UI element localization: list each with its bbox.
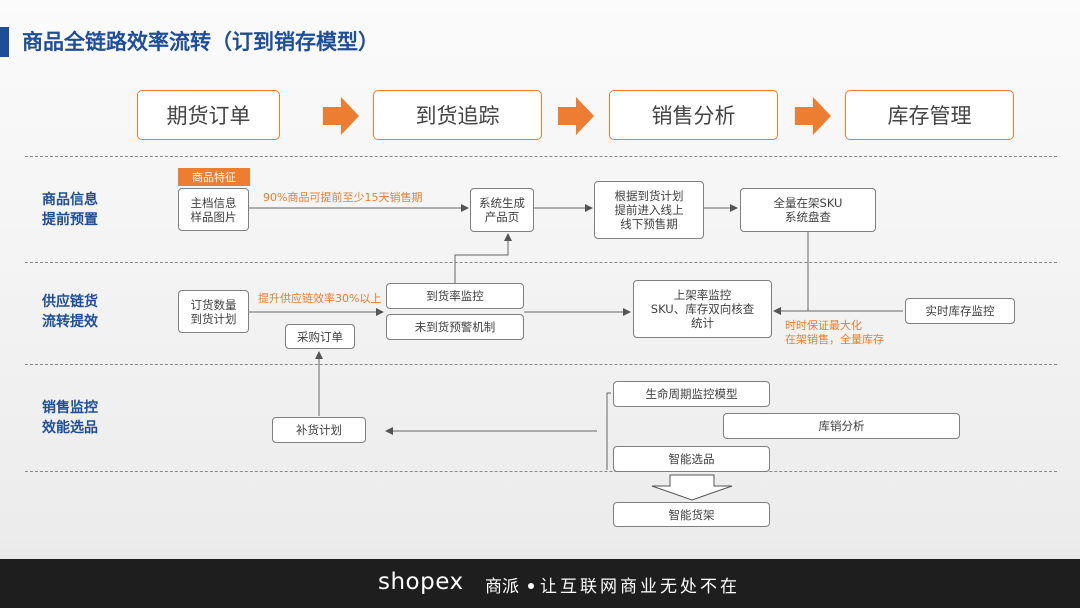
- section-divider: [25, 262, 1057, 263]
- stage-futures-order: 期货订单: [137, 90, 280, 140]
- note-supply-efficiency: 提升供应链效率30%以上: [258, 292, 382, 305]
- box-arrival-warning: 未到货预警机制: [386, 314, 524, 340]
- box-generate-page: 系统生成 产品页: [470, 188, 534, 232]
- section-divider: [25, 471, 1057, 472]
- stage-sales-analysis: 销售分析: [609, 90, 778, 140]
- stage-arrival-tracking: 到货追踪: [373, 90, 542, 140]
- box-smart-select: 智能选品: [613, 446, 770, 472]
- box-order-qty: 订货数量 到货计划: [178, 290, 249, 333]
- row-label-supply-chain: 供应链货 流转提效: [42, 294, 98, 330]
- note-presell-90: 90%商品可提前至少15天销售期: [263, 191, 423, 204]
- box-purchase-order: 采购订单: [285, 324, 355, 349]
- box-sales-stock-analysis: 库销分析: [723, 413, 960, 439]
- arrow-monitor-to-page: [454, 233, 512, 283]
- stage-inventory-mgmt: 库存管理: [845, 90, 1014, 140]
- box-smart-shelf: 智能货架: [613, 502, 770, 527]
- section-divider: [25, 156, 1057, 157]
- page-title: 商品全链路效率流转（订到销存模型）: [22, 30, 379, 54]
- row-label-sales-monitor: 销售监控 效能选品: [42, 400, 98, 436]
- shopex-logo: shopex: [378, 569, 464, 595]
- box-sku-check: 全量在架SKU 系统盘查: [740, 188, 876, 232]
- box-realtime-stock: 实时库存监控: [905, 298, 1015, 324]
- tag-product-feature: 商品特征: [178, 168, 250, 186]
- stage-arrow-icon: [795, 97, 831, 135]
- box-master-info: 主档信息 样品图片: [178, 188, 249, 231]
- note-maximize: 时时保证最大化 在架销售，全量库存: [785, 319, 884, 346]
- row-label-product-info: 商品信息 提前预置: [42, 192, 98, 228]
- footer-bar: shopex 商派 让互联网商业无处不在: [0, 559, 1080, 608]
- box-presale: 根据到货计划 提前进入线上 线下预售期: [594, 181, 704, 239]
- down-arrow-icon: [651, 474, 733, 501]
- brand-cn: 商派: [485, 577, 519, 597]
- box-arrival-monitor: 到货率监控: [386, 283, 524, 309]
- title-accent-bar: [0, 27, 9, 57]
- stage-arrow-icon: [323, 97, 359, 135]
- footer-slogan: 让互联网商业无处不在: [540, 577, 740, 597]
- bracket-analysis: [606, 392, 611, 470]
- box-replenish-plan: 补货计划: [272, 417, 366, 443]
- section-divider: [25, 364, 1057, 365]
- separator-dot: [528, 583, 534, 589]
- stage-arrow-icon: [558, 97, 594, 135]
- box-lifecycle-model: 生命周期监控模型: [613, 381, 770, 407]
- box-shelf-monitor: 上架率监控 SKU、库存双向核查 统计: [633, 280, 772, 338]
